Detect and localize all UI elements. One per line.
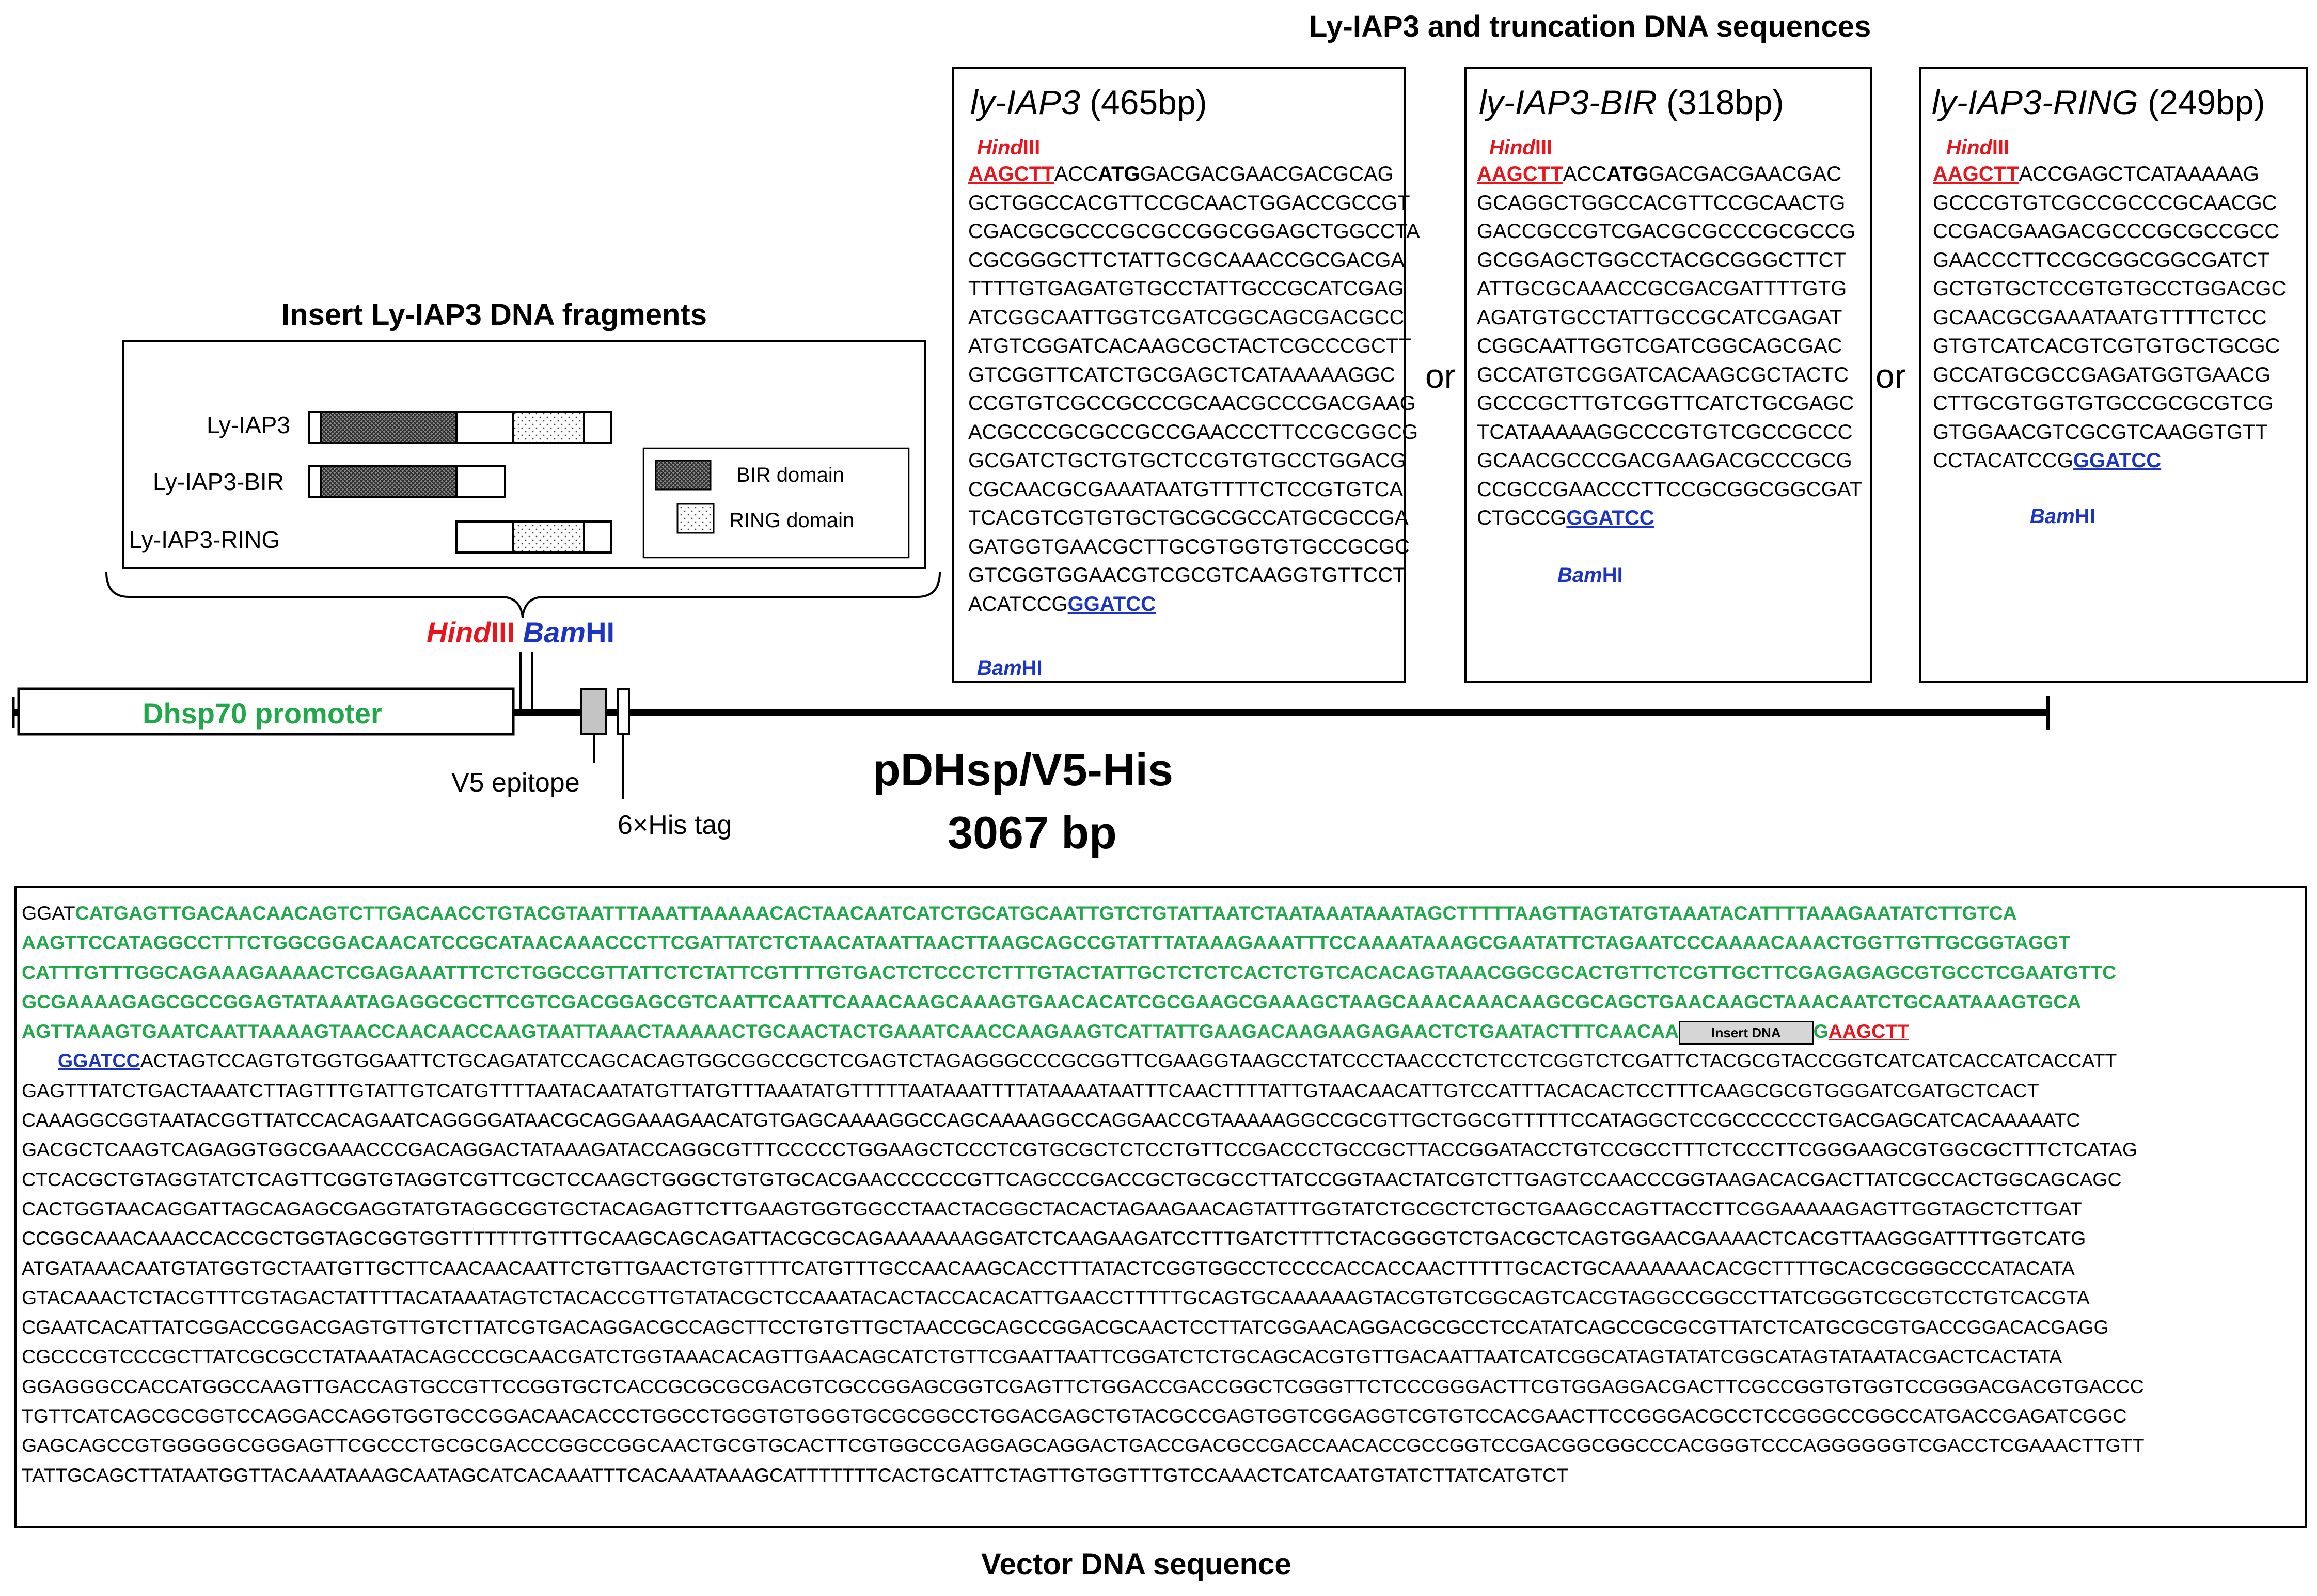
promoter-label: Dhsp70 promoter (143, 697, 382, 730)
seq-box-ly-iap3-ring: ly-IAP3-RING (249bp) HindIII AAGCTTACCGA… (1919, 67, 2308, 683)
legend-swatch-bir (655, 460, 712, 491)
legend-label-ring: RING domain (729, 509, 855, 532)
plasmid-name: pDHsp/V5-His (873, 744, 1173, 795)
vector-line: CACTGGTAACAGGATTAGCAGAGCGAGGTATGTAGGCGGT… (22, 1197, 2082, 1220)
seq-text: AAGCTTACCATGGACGACGAACGAC GCAGGCTGGCCACG… (1477, 163, 1862, 529)
vector-line: CCGGCAAACAAACCACCGCTGGTAGCGGTGGTTTTTTTGT… (22, 1227, 2086, 1250)
vector-line: CTCACGCTGTAGGTATCTCAGTTCGGTGTAGGTCGTTCGC… (22, 1168, 2122, 1190)
legend-swatch-ring (676, 503, 715, 534)
vector-line: GCGAAAAGAGCGCCGGAGTATAAATAGAGGCGCTTCGTCG… (22, 990, 2082, 1013)
his-tag-label: 6×His tag (618, 810, 732, 840)
vector-line: CAAAGGCGGTAATACGGTTATCCACAGAATCAGGGGATAA… (22, 1109, 2080, 1131)
plasmid-size: 3067 bp (948, 807, 1117, 858)
vector-hindiii-site: AAGCTT (1828, 1020, 1910, 1042)
seq-box-ly-iap3-bir: ly-IAP3-BIR (318bp) HindIII AAGCTTACCATG… (1464, 67, 1872, 683)
vector-line: GAGTTTATCTGACTAAATCTTAGTTTGTATTGTCATGTTT… (22, 1079, 2039, 1101)
seq-box-title: ly-IAP3-BIR (318bp) (1479, 83, 1784, 121)
vector-sequence-box (14, 886, 2307, 1528)
vector-line: GGATCATGAGTTGACAACAACAGTCTTGACAACCTGTACG… (22, 902, 2017, 924)
truncation-sequences-title: Ly-IAP3 and truncation DNA sequences (1309, 10, 1871, 43)
vector-line: ATGATAAACAATGTATGGTGCTAATGTTGCTTCAACAACA… (22, 1257, 2075, 1279)
hindiii-label: HindIII (1489, 136, 1553, 159)
insert-dna-box: Insert DNA (1679, 1021, 1814, 1045)
hindiii-label: HindIII (977, 136, 1041, 159)
vector-line: GAGCAGCCGTGGGGGCGGGAGTTCGCCCTGCGCGACCCGG… (22, 1434, 2145, 1457)
hindiii-label: HindIII (1946, 136, 2010, 159)
bamhi-label: BamHI (2030, 505, 2095, 528)
fragment-label-ly-iap3-bir: Ly-IAP3-BIR (153, 468, 284, 495)
vector-line: GGATCCACTAGTCCAGTGTGGTGGAATTCTGCAGATATCC… (58, 1050, 2117, 1072)
vector-line: CGCCCGTCCCGCTTATCGCGCCTATAAATACAGCCCGCAA… (22, 1346, 2062, 1368)
vector-sequence-text: GGATCATGAGTTGACAACAACAGTCTTGACAACCTGTACG… (22, 898, 2299, 1490)
seq-box-title: ly-IAP3 (465bp) (970, 83, 1207, 121)
v5-epitope-label: V5 epitope (451, 768, 580, 798)
bamhi-label: BamHI (1557, 564, 1623, 587)
or-text: or (1425, 357, 1456, 395)
insert-brace (105, 572, 941, 618)
vector-bamhi-site: GGATCC (58, 1050, 140, 1072)
vector-line: CGAATCACATTATCGGACCGGACGAGTGTTGTCTTATCGT… (22, 1316, 2109, 1338)
seq-box-ly-iap3: ly-IAP3 (465bp) HindIII AAGCTTACCATGGACG… (952, 67, 1420, 683)
vector-line: GTACAAACTCTACGTTTCGTAGACTATTTTACATAAATAG… (22, 1286, 2090, 1308)
his-tag-box (617, 688, 630, 735)
fragment-bar-ly-iap3 (308, 411, 612, 444)
hindiii-bamhi-labels: HindIII BamHI (427, 616, 615, 649)
fragment-label-ly-iap3-ring: Ly-IAP3-RING (129, 526, 280, 553)
vector-line: GACGCTCAAGTCAGAGGTGGCGAAACCCGACAGGACTATA… (22, 1139, 2138, 1161)
vector-line: CATTTGTTTGGCAGAAAGAAAACTCGAGAAATTTCTCTGG… (22, 961, 2117, 983)
promoter-box (17, 687, 515, 736)
bamhi-label: BamHI (977, 657, 1043, 680)
seq-box-title: ly-IAP3-RING (249bp) (1932, 83, 2265, 121)
fragment-bar-ly-iap3-ring (455, 520, 612, 554)
or-text: or (1875, 357, 1906, 395)
fragment-label-ly-iap3: Ly-IAP3 (207, 412, 290, 438)
vector-line: TATTGCAGCTTATAATGGTTACAAATAAAGCAATAGCATC… (22, 1464, 1569, 1486)
v5-epitope-box (580, 688, 607, 735)
vector-line: TGTTCATCAGCGCGGTCCAGGACCAGGTGGTGCCGGACAA… (22, 1405, 2127, 1427)
vector-line: GGAGGGCCACCATGGCCAAGTTGACCAGTGCCGTTCCGGT… (22, 1375, 2144, 1397)
insert-fragments-title: Insert Ly-IAP3 DNA fragments (281, 298, 707, 331)
vector-line: AGTTAAAGTGAATCAATTAAAAGTAACCAACAACCAAGTA… (22, 1017, 2299, 1046)
vector-sequence-title: Vector DNA sequence (981, 1547, 1291, 1581)
legend-label-bir: BIR domain (736, 464, 844, 486)
fragment-bar-ly-iap3-bir (308, 465, 506, 498)
seq-text: AAGCTTACCGAGCTCATAAAAAG GCCCGTGTCGCCGCCC… (1933, 163, 2287, 472)
vector-line: AAGTTCCATAGGCCTTTCTGGCGGACAACATCCGCATAAC… (22, 931, 2071, 954)
seq-text: AAGCTTACCATGGACGACGAACGACGCAG GCTGGCCACG… (968, 163, 1420, 615)
